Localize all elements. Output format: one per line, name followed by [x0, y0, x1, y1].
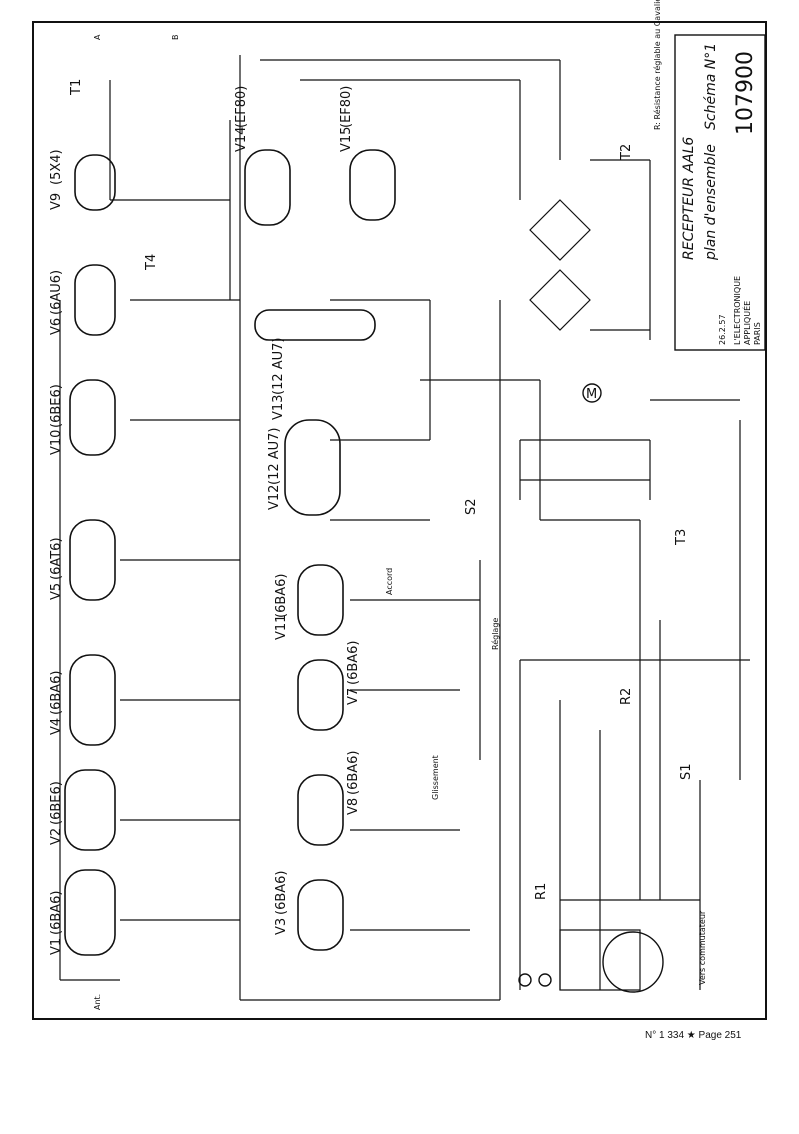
switch-label: S1	[679, 763, 694, 780]
annotation-label: Ant.	[93, 994, 102, 1010]
tube-type: (6AU6)	[49, 270, 64, 315]
tube-label: V6	[49, 318, 64, 335]
tube-type: (6BE6)	[49, 781, 64, 825]
terminal-label: A	[93, 34, 102, 40]
relay-label: R2	[619, 688, 634, 705]
tube-label: V5	[49, 583, 64, 600]
tube-type: (6BE6)	[49, 384, 64, 428]
relay-label: R1	[534, 883, 549, 900]
tube-label: V14	[234, 127, 249, 152]
page-footer: N° 1 334 ★ Page 251	[645, 1030, 742, 1041]
company-name: PARIS	[753, 322, 762, 345]
tube-type: (6BA6)	[346, 641, 361, 686]
connector-symbol	[602, 931, 664, 993]
annotation-label: Vers commutateur	[698, 910, 707, 985]
tube-label: V13	[271, 395, 286, 420]
notes: R: Résistance réglable au Cavalier / C: …	[652, 0, 662, 130]
tube-type: (6BA6)	[274, 871, 289, 916]
tube-labels: V9 (5X4) V6 (6AU6) V10 (6BE6) V5 (6AT6) …	[49, 86, 361, 955]
motor-symbol	[582, 383, 602, 403]
motor-label: M	[586, 387, 597, 402]
component-labels: T1 T2 T3 T4 S1 S2 R1 R2 A B M Réglage Ac…	[69, 34, 707, 1010]
terminal-label: B	[171, 35, 180, 41]
tube-type: (EF80)	[234, 86, 249, 128]
tube-label: V1	[49, 938, 64, 955]
transformer-label: T2	[619, 144, 634, 161]
tube-label: V11	[274, 615, 289, 640]
switch-label: S2	[464, 498, 479, 515]
company-name: APPLIQUÉE	[741, 301, 752, 345]
tube-type: (5X4)	[49, 149, 64, 185]
title-block-frame	[674, 34, 766, 351]
tube-type: (6BA6)	[274, 574, 289, 619]
title-block: RECEPTEUR AAL6 plan d'ensemble Schéma N°…	[652, 0, 766, 351]
receiver-title: RECEPTEUR AAL6	[681, 137, 697, 260]
schema-number: Schéma N°1	[703, 43, 719, 130]
tube-type: (6BA6)	[346, 751, 361, 796]
tube-label: V4	[49, 718, 64, 735]
transformer-label: T3	[674, 529, 689, 546]
drawing-number: 107900	[733, 51, 758, 135]
tube-type: (6BA6)	[49, 671, 64, 716]
company-name: L'ELECTRONIQUE	[733, 276, 742, 345]
tube-label: V10	[49, 430, 64, 455]
terminal-dot	[538, 973, 552, 987]
transformer-label: T4	[144, 254, 159, 271]
tube-label: V9	[49, 193, 64, 210]
tube-label: V3	[274, 918, 289, 935]
drawing-frame	[32, 21, 767, 1020]
tube-envelopes	[64, 149, 396, 956]
tube-type: (12 AU7)	[271, 338, 286, 396]
tube-type: (6AT6)	[49, 537, 64, 580]
tube-label: V15	[339, 127, 354, 152]
tube-type: (12 AU7)	[267, 428, 282, 486]
tube-type: (EF80)	[339, 86, 354, 128]
plan-title: plan d'ensemble	[703, 144, 719, 261]
tube-label: V7	[346, 688, 361, 705]
annotation-label: Glissement	[431, 755, 440, 800]
terminal-dot	[518, 973, 532, 987]
annotation-label: Accord	[385, 568, 394, 595]
tube-type: (6BA6)	[49, 891, 64, 936]
wiring	[59, 55, 750, 1001]
tube-label: V2	[49, 828, 64, 845]
tube-label: V8	[346, 798, 361, 815]
transformer-label: T1	[69, 79, 84, 96]
annotation-label: Réglage	[490, 618, 500, 650]
tube-label: V12	[267, 485, 282, 510]
drawing-date: 26.2.57	[718, 314, 727, 345]
